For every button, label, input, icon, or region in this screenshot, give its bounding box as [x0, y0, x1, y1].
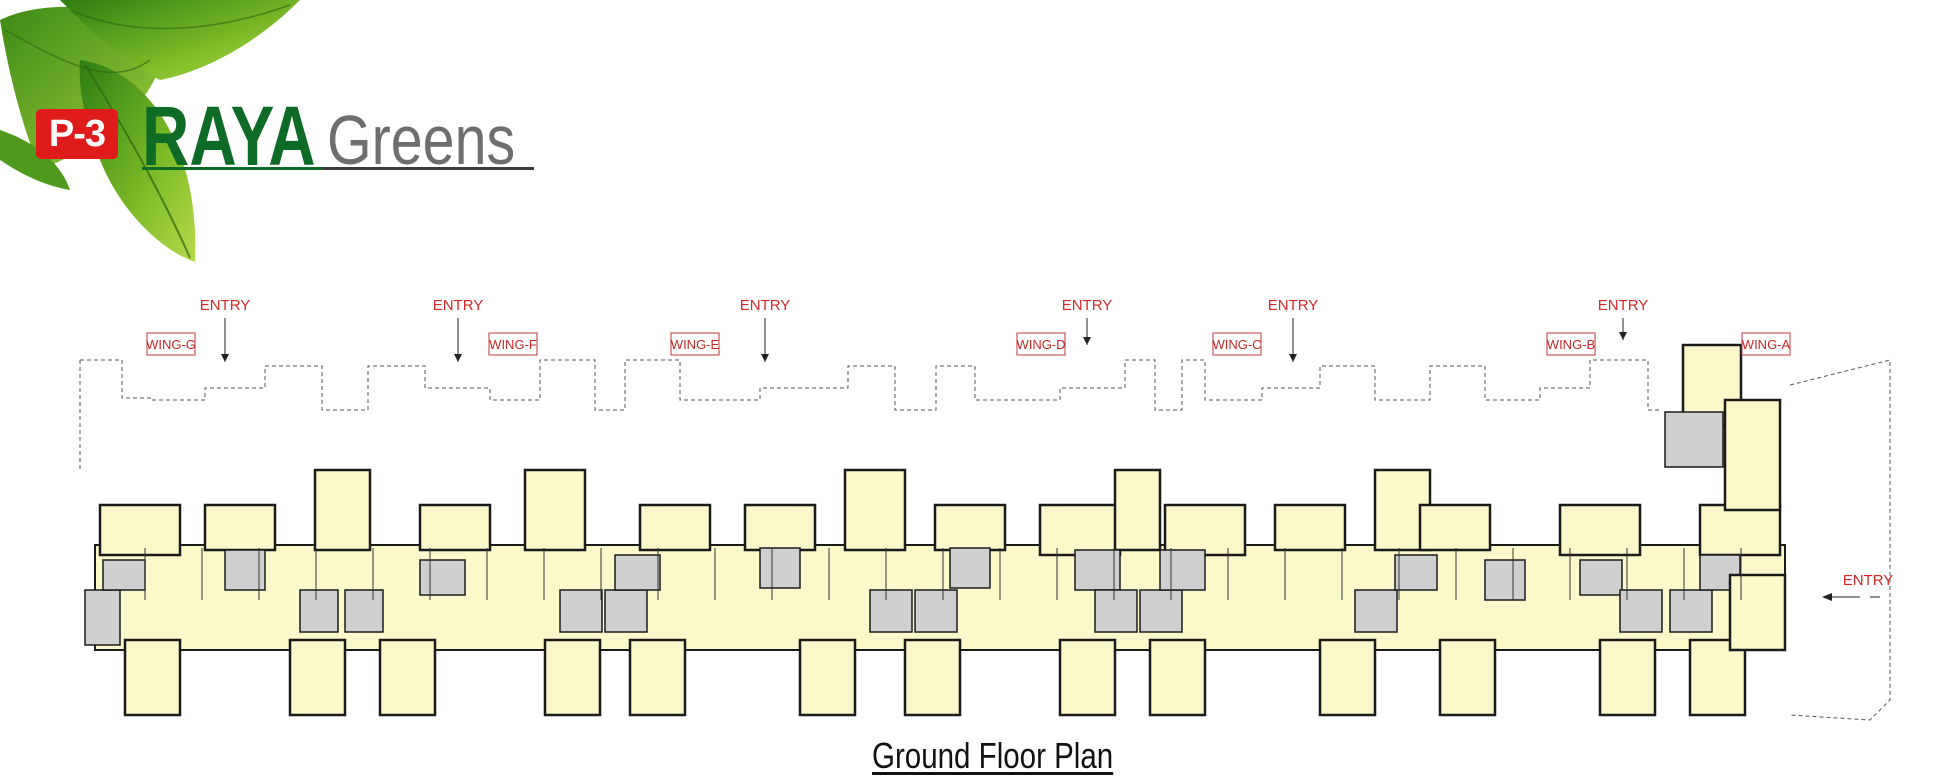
bedroom-projection: [288, 638, 347, 717]
arrow-down-icon: [1289, 354, 1297, 362]
wet-area: [224, 549, 266, 591]
wet-area: [949, 547, 991, 589]
wet-area: [1619, 589, 1663, 633]
bedroom-projection: [378, 638, 437, 717]
wet-area: [1094, 589, 1138, 633]
wing-label: WING-F: [489, 337, 537, 352]
arrow-down-icon: [1083, 337, 1091, 345]
wing-label: WING-B: [1547, 337, 1595, 352]
stair-core: [523, 468, 587, 552]
wing-a-side-living: [1728, 573, 1787, 652]
stair-core: [313, 468, 372, 552]
plan-annotations: ENTRY ENTRY ENTRY ENTRY ENTRY ENTRY ENTRY WING-…: [146, 297, 1893, 601]
brand-underline: [142, 167, 534, 170]
plan-title: Ground Floor Plan: [872, 735, 1114, 776]
wet-area: [1394, 554, 1438, 591]
stair-core: [843, 468, 907, 552]
wet-area: [1699, 554, 1741, 591]
project-badge: P-3: [36, 109, 118, 159]
stair-core: [98, 503, 182, 557]
wing-label: WING-D: [1016, 337, 1065, 352]
entry-label: ENTRY: [1268, 297, 1319, 314]
arrow-down-icon: [1619, 332, 1627, 340]
wing-label-box: [1741, 332, 1791, 356]
wing-label-box: [1016, 332, 1066, 356]
bedroom-projection: [123, 638, 182, 717]
wet-area: [914, 589, 958, 633]
stair-core: [1113, 468, 1162, 552]
bedroom-projection: [628, 638, 687, 717]
stair-core: [1558, 503, 1642, 557]
site-boundary: [79, 359, 1891, 721]
stair-core: [418, 503, 492, 552]
arrow-left-icon: [1822, 593, 1832, 601]
wet-area: [604, 589, 648, 633]
wing-label: WING-A: [1742, 337, 1791, 352]
wet-area: [614, 554, 661, 591]
wing-label-box: [146, 332, 196, 356]
site-boundary-top: [80, 359, 1660, 411]
stair-core: [1163, 503, 1247, 557]
bedroom-projection: [1688, 638, 1747, 717]
wing-label: WING-C: [1212, 337, 1261, 352]
wet-area: [559, 589, 603, 633]
stair-core: [638, 503, 712, 552]
entry-label: ENTRY: [1598, 297, 1649, 314]
bedroom-projection: [1438, 638, 1497, 717]
bedroom-projection: [903, 638, 962, 717]
bedroom-projection: [543, 638, 602, 717]
wet-area: [419, 559, 466, 596]
wet-area: [102, 559, 146, 591]
wet-area: [1139, 589, 1183, 633]
side-entry-label: ENTRY: [1843, 572, 1894, 589]
stair-core: [203, 503, 277, 552]
bedroom-projection: [1148, 638, 1207, 717]
entry-label: ENTRY: [1062, 297, 1113, 314]
wing-label-box: [670, 332, 720, 356]
wet-area: [759, 547, 801, 589]
wing-label-box: [488, 332, 538, 356]
wet-area: [1159, 549, 1206, 591]
entry-label: ENTRY: [200, 297, 251, 314]
wing-label-box: [1546, 332, 1596, 356]
wing-a-upper-living: [1723, 398, 1782, 512]
brand-underline-accent: [142, 167, 322, 170]
site-boundary-right: [1789, 359, 1891, 721]
stair-core: [1273, 503, 1347, 552]
wing-label: WING-G: [146, 337, 196, 352]
wing-label-box: [1212, 332, 1262, 356]
wing-a-upper-toilet: [1664, 411, 1724, 468]
wet-area: [1579, 559, 1623, 596]
bedroom-projection: [798, 638, 857, 717]
stair-core: [743, 503, 817, 552]
wet-area: [1484, 559, 1526, 601]
stair-core: [1418, 503, 1492, 552]
wet-area: [1354, 589, 1398, 633]
wet-area: [84, 589, 121, 646]
entry-label: ENTRY: [433, 297, 484, 314]
entry-label: ENTRY: [740, 297, 791, 314]
stair-core: [1698, 503, 1782, 557]
wet-area: [299, 589, 339, 633]
bedroom-projection: [1058, 638, 1117, 717]
arrow-down-icon: [454, 354, 462, 362]
building-block: [84, 343, 1787, 717]
wing-label: WING-E: [671, 337, 720, 352]
bedroom-projection: [1318, 638, 1377, 717]
stair-core: [1038, 503, 1122, 557]
brand-subtitle: Greens: [327, 101, 516, 179]
stair-core: [933, 503, 1007, 552]
wet-area: [344, 589, 384, 633]
wet-area: [869, 589, 913, 633]
wet-area: [1074, 549, 1121, 591]
arrow-down-icon: [761, 354, 769, 362]
bedroom-projection: [1598, 638, 1657, 717]
wet-area: [1669, 589, 1713, 633]
arrow-down-icon: [221, 354, 229, 362]
